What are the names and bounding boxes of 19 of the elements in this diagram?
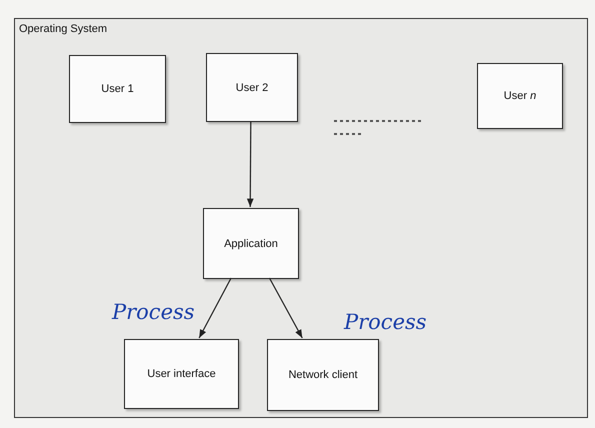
process-box bbox=[206, 53, 298, 122]
box-label: User interface bbox=[147, 368, 216, 380]
process-box bbox=[124, 339, 239, 409]
handwritten-note: Process bbox=[112, 300, 195, 324]
process-box bbox=[203, 208, 299, 279]
handwritten-note: Process bbox=[344, 310, 427, 334]
box-label: User n bbox=[504, 90, 536, 102]
box-label: Application bbox=[224, 238, 278, 250]
arrow bbox=[246, 121, 254, 207]
arrow bbox=[198, 278, 232, 338]
container-box bbox=[14, 18, 588, 418]
process-box bbox=[69, 55, 166, 123]
process-box bbox=[477, 63, 563, 129]
box-label: Network client bbox=[288, 369, 358, 381]
container-heading: Operating System bbox=[19, 23, 108, 35]
box-label: User 2 bbox=[236, 82, 268, 94]
box-label: User 1 bbox=[101, 83, 134, 95]
arrow bbox=[268, 278, 303, 338]
process-box bbox=[267, 339, 379, 411]
